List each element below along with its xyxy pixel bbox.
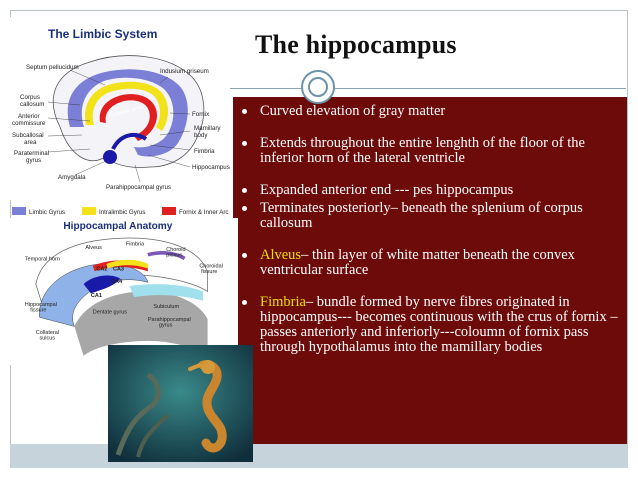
bullet-item: Extends throughout the entire lenghth of… bbox=[238, 136, 626, 166]
ca3-label: CA3 bbox=[113, 266, 124, 272]
seahorse-head bbox=[201, 360, 215, 374]
bullet-highlight: Fimbria bbox=[260, 294, 306, 310]
hippocampus-label: Hippocampus bbox=[192, 164, 230, 171]
dentate-label: Dentate gyrus bbox=[93, 310, 127, 316]
ca1-label: CA1 bbox=[91, 293, 102, 299]
hippocampal-fissure-label: Hippocampal bbox=[25, 302, 57, 308]
figure2-title: Hippocampal Anatomy bbox=[63, 221, 172, 232]
legend-label: Intralimbic Gyrus bbox=[99, 209, 145, 216]
fimbria-label: Fimbria bbox=[194, 148, 215, 155]
hippocampus-body bbox=[39, 263, 149, 327]
bullet-text: Expanded anterior end --- pes hippocampu… bbox=[260, 182, 514, 198]
bullet-icon bbox=[242, 253, 247, 258]
bullet-icon bbox=[242, 141, 247, 146]
dentate-shape bbox=[83, 275, 121, 294]
subiculum-shape bbox=[129, 284, 204, 301]
title-rule bbox=[226, 88, 626, 89]
bullet-icon bbox=[242, 300, 247, 305]
ca4-label: CA4 bbox=[111, 279, 123, 285]
anterior-label: Anterior bbox=[18, 113, 40, 120]
bottom-strip bbox=[10, 444, 628, 468]
fimbria-label: Fimbria bbox=[126, 242, 145, 248]
ca2-label: CA2 bbox=[96, 266, 107, 272]
bullet-text: Curved elevation of gray matter bbox=[260, 103, 446, 119]
parahippocampal-label: gyrus bbox=[159, 322, 173, 328]
choroid-plexus-label: plexus bbox=[166, 253, 182, 259]
septum-label: Septum pellucidum bbox=[26, 64, 79, 71]
bullet-list: Curved elevation of gray matter Extends … bbox=[238, 104, 626, 372]
legend-label: Fornix & Inner Arc bbox=[179, 209, 229, 216]
leader-lines bbox=[47, 69, 191, 183]
hippocampal-fissure-label: fissure bbox=[30, 308, 46, 314]
legend-swatch-fornix bbox=[162, 207, 176, 215]
choroidal-fissure-label: fissure bbox=[201, 269, 217, 275]
intralimbic-gyrus-shape bbox=[84, 81, 168, 131]
figure1-legend: Limbic Gyrus Intralimbic Gyrus Fornix & … bbox=[12, 207, 229, 216]
bullet-text: Terminates posteriorly– beneath the sple… bbox=[260, 200, 583, 231]
amygdala-shape bbox=[103, 150, 117, 164]
bullet-text: Extends throughout the entire lenghth of… bbox=[260, 135, 585, 166]
parahippocampal-label: Parahippocampal gyrus bbox=[106, 184, 171, 191]
seahorse-shape bbox=[198, 360, 227, 453]
alveus-label: Alveus bbox=[85, 245, 102, 251]
legend-swatch-limbic bbox=[12, 207, 26, 215]
bullet-icon bbox=[242, 109, 247, 114]
photo-background bbox=[108, 345, 253, 462]
legend-swatch-intralimbic bbox=[82, 207, 96, 215]
paraterminal-label: gyrus bbox=[26, 157, 41, 164]
bullet-item: Terminates posteriorly– beneath the sple… bbox=[238, 201, 626, 231]
limbic-system-figure: The Limbic System Cingulate gyrus Septum… bbox=[10, 17, 230, 200]
subcallosal-label: Subcallosal bbox=[12, 132, 44, 139]
content-panel bbox=[233, 97, 627, 444]
paraterminal-label: Paraterminal bbox=[14, 150, 49, 157]
temporal-horn-label: Temporal horn bbox=[25, 256, 60, 262]
choroid-plexus-shape bbox=[147, 251, 186, 261]
choroid-plexus-label: Choroid bbox=[166, 247, 185, 253]
bullet-item: Expanded anterior end --- pes hippocampu… bbox=[238, 183, 626, 198]
fimbria-band bbox=[106, 259, 148, 269]
fornix-label: Fornix bbox=[192, 111, 210, 118]
hippocampal-anatomy-figure: Hippocampal Anatomy Alveus Fimbria Choro… bbox=[10, 218, 238, 365]
bullet-item: Curved elevation of gray matter bbox=[238, 104, 626, 119]
legend-label: Limbic Gyrus bbox=[29, 209, 65, 216]
collateral-label: sulcus bbox=[39, 335, 55, 341]
collateral-label: Collateral bbox=[36, 330, 59, 336]
corpus-label: callosum bbox=[20, 101, 44, 108]
indusium-label: Indusium griseum bbox=[160, 68, 209, 75]
seaweed-shape bbox=[115, 372, 161, 456]
amygdala-label: Amygdala bbox=[58, 174, 86, 181]
bullet-icon bbox=[242, 188, 247, 193]
bullet-text: – thin layer of white matter beneath the… bbox=[260, 247, 575, 278]
bullet-item: Alveus– thin layer of white matter benea… bbox=[238, 248, 626, 278]
bullet-icon bbox=[242, 206, 247, 211]
bullet-text: – bundle formed by nerve fibres originat… bbox=[260, 294, 618, 355]
mamillary-label: body bbox=[194, 132, 208, 139]
seahorse-photo bbox=[108, 345, 253, 462]
slide-title: The hippocampus bbox=[255, 30, 457, 59]
parahippocampal-label: Parahippocampal bbox=[148, 317, 191, 323]
hippocampus-shape bbox=[111, 132, 148, 151]
bullet-item: Fimbria– bundle formed by nerve fibres o… bbox=[238, 295, 626, 355]
mamillary-label: Mamillary bbox=[194, 125, 221, 132]
seaweed-shape bbox=[136, 413, 170, 458]
choroidal-fissure-label: Choroidal bbox=[199, 264, 223, 270]
seahorse-snout bbox=[188, 363, 202, 371]
anterior-label: commissure bbox=[12, 120, 46, 127]
subcallosal-label: area bbox=[24, 139, 37, 146]
corpus-label: Corpus bbox=[20, 94, 40, 101]
parahippocampal-shape bbox=[74, 291, 208, 356]
bullet-highlight: Alveus bbox=[260, 247, 302, 263]
figure1-title: The Limbic System bbox=[48, 27, 157, 41]
circle-ornament-icon bbox=[301, 70, 335, 104]
subiculum-label: Subiculum bbox=[153, 304, 179, 310]
